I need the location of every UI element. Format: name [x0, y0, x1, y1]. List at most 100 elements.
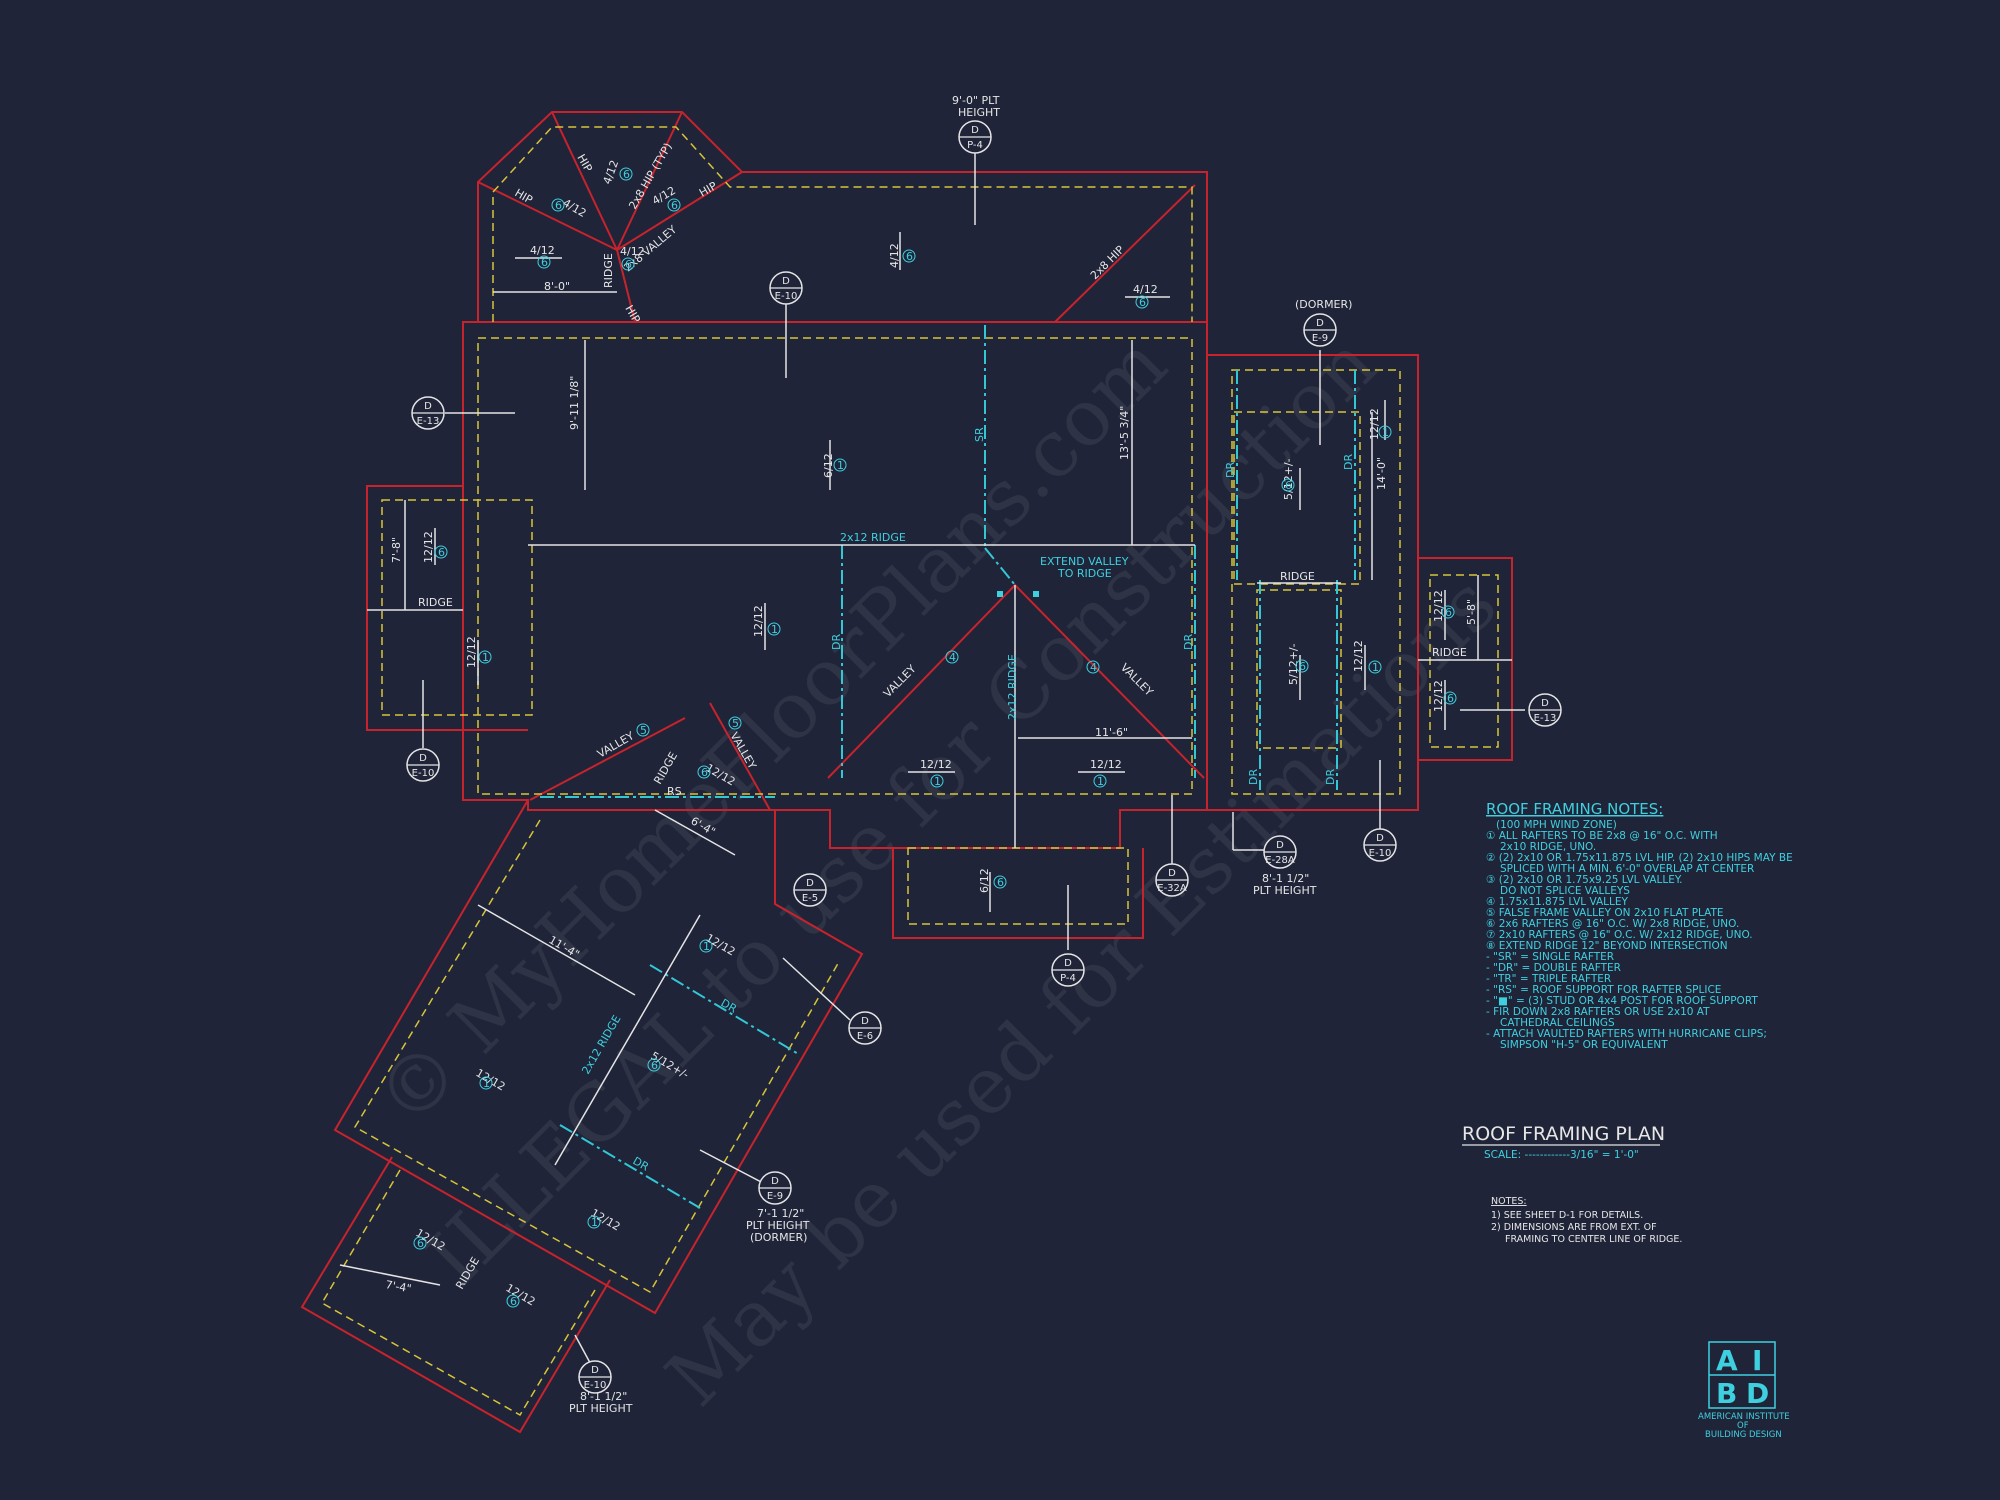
- svg-text:E-6: E-6: [857, 1031, 873, 1042]
- svg-text:E-10: E-10: [412, 768, 435, 779]
- roof-outline-south-bump: [892, 848, 1144, 939]
- logo-letter-d: D: [1746, 1377, 1769, 1410]
- label-plt-height-top: 9'-0" PLT: [952, 94, 1000, 107]
- callout-12: 6: [537, 255, 551, 269]
- svg-text:5: 5: [640, 724, 647, 737]
- svg-text:6: 6: [623, 168, 630, 181]
- roof-framing-notes: ROOF FRAMING NOTES: (100 MPH WIND ZONE) …: [1486, 800, 1793, 1051]
- label-pitch-8: 6/12: [822, 453, 835, 478]
- label-pitch-7: 4/12: [1133, 283, 1158, 296]
- label-ridge-west: RIDGE: [418, 596, 453, 609]
- section-tag: DE-10: [769, 271, 803, 305]
- label-extend-valley-1: EXTEND VALLEY: [1040, 555, 1129, 568]
- callout-28: 6: [621, 257, 635, 271]
- label-pitch-20: 12/12: [1432, 680, 1445, 712]
- logo-text-1: AMERICAN INSTITUTE: [1698, 1412, 1790, 1422]
- note-line: ③ (2) 2x10 OR 1.75x9.25 LVL VALLEY.: [1486, 874, 1682, 886]
- note-line: 2x10 RIDGE, UNO.: [1500, 841, 1596, 853]
- label-rs: RS: [667, 785, 682, 798]
- note-line: ② (2) 2x10 OR 1.75x11.875 LVL HIP. (2) 2…: [1486, 852, 1793, 864]
- svg-text:E-10: E-10: [584, 1380, 607, 1391]
- note-line: ① ALL RAFTERS TO BE 2x8 @ 16" O.C. WITH: [1486, 830, 1718, 842]
- svg-text:D: D: [782, 276, 790, 287]
- svg-text:1: 1: [1372, 661, 1379, 674]
- label-plt-height-top-2: HEIGHT: [958, 106, 1000, 119]
- roof-outline-east-dormer: [1207, 354, 1419, 811]
- note-line: ⑥ 2x6 RAFTERS @ 16" O.C. W/ 2x8 RIDGE, U…: [1486, 918, 1739, 930]
- label-pitch-10: 12/12: [422, 531, 435, 563]
- section-tag: DE-9: [1303, 313, 1337, 347]
- logo-text-3: BUILDING DESIGN: [1705, 1430, 1782, 1440]
- callout-20: 6: [993, 875, 1007, 889]
- svg-text:D: D: [1168, 868, 1176, 879]
- svg-text:6: 6: [555, 199, 562, 212]
- wall-line-dormer-2: [1256, 589, 1342, 749]
- callout-17: 6: [1295, 659, 1309, 673]
- callout-19: 6: [1443, 691, 1457, 705]
- svg-text:1: 1: [771, 623, 778, 636]
- label-pitch-6: 4/12: [888, 243, 901, 268]
- dim-line-11-4: [477, 904, 636, 996]
- note-line: (100 MPH WIND ZONE): [1496, 819, 1617, 831]
- label-dim-8-0: 8'-0": [544, 280, 570, 293]
- label-extend-valley-2: TO RIDGE: [1057, 567, 1112, 580]
- label-hip-1: HIP: [513, 186, 536, 207]
- svg-text:D: D: [419, 753, 427, 764]
- svg-text:1: 1: [837, 459, 844, 472]
- callout-2: 1: [767, 622, 781, 636]
- roof-hip-tower-2: [616, 111, 683, 251]
- label-dr-2: DR: [1182, 634, 1195, 650]
- section-tag: DE-9: [758, 1171, 792, 1205]
- svg-text:D: D: [806, 878, 814, 889]
- label-pitch-1: 4/12: [530, 244, 555, 257]
- svg-text:6: 6: [1299, 660, 1306, 673]
- svg-text:6: 6: [541, 256, 548, 269]
- label-pitch-12: 12/12: [920, 758, 952, 771]
- label-hip-3: HIP: [697, 179, 720, 200]
- label-dim-14-0: 14'-0": [1375, 457, 1388, 490]
- roof-valley-line-2: [709, 702, 771, 811]
- svg-text:6: 6: [671, 199, 678, 212]
- roof-hip-tower-4: [477, 181, 618, 251]
- label-pitch-2: 4/12: [620, 245, 645, 258]
- label-pitch-4: 4/12: [601, 158, 622, 186]
- dim-line-6-4: [654, 809, 736, 856]
- label-plt-height-b: PLT HEIGHT: [746, 1219, 810, 1232]
- roof-hip-line: [1054, 184, 1196, 323]
- roof-hip-tower-1: [551, 111, 618, 251]
- note-line: - "RS" = ROOF SUPPORT FOR RAFTER SPLICE: [1486, 984, 1721, 996]
- section-tag: DE-32A: [1155, 863, 1189, 897]
- plan-scale: SCALE: ------------3/16" = 1'-0": [1484, 1149, 1639, 1161]
- label-valley-3: VALLEY: [595, 729, 637, 761]
- callout-8: 4: [945, 650, 959, 664]
- label-dr-6: DR: [1324, 769, 1337, 785]
- callout-7: 1: [1368, 660, 1382, 674]
- dim-line-7-4: [339, 1264, 441, 1286]
- dimension-lines: [339, 140, 1525, 1373]
- post-marker-1: [997, 591, 1003, 597]
- svg-text:6: 6: [1139, 296, 1146, 309]
- roof-outline-angled-tail: [300, 1156, 611, 1434]
- callout-3: 1: [478, 650, 492, 664]
- logo-letter-b: B: [1716, 1377, 1737, 1410]
- callout-27: 6: [506, 1294, 520, 1308]
- note-line: ⑧ EXTEND RIDGE 12" BEYOND INTERSECTION: [1486, 940, 1728, 952]
- label-dim-5-8: 5'-8": [1465, 599, 1478, 625]
- section-tag: DE-28A: [1263, 835, 1297, 869]
- label-pitch-14: 6/12: [978, 868, 991, 893]
- section-tag: DE-5: [793, 873, 827, 907]
- ridge-line-wing: [554, 914, 701, 1166]
- svg-text:E-28A: E-28A: [1265, 855, 1295, 866]
- section-tag: DE-13: [1528, 693, 1562, 727]
- section-tag: DE-6: [848, 1011, 882, 1045]
- svg-text:D: D: [1316, 318, 1324, 329]
- svg-text:1: 1: [934, 775, 941, 788]
- svg-text:1: 1: [482, 651, 489, 664]
- callout-markers: 1 1 1 1 1 1 1 4 4 5 5 6 6 6 6 6 6 6 6 6 …: [413, 167, 1457, 1308]
- section-tag: DP-4: [958, 120, 992, 154]
- section-tag: DP-4: [1051, 953, 1085, 987]
- roof-outline-west-bump: [366, 485, 528, 731]
- label-plt-712: 7'-1 1/2": [757, 1207, 804, 1220]
- label-ridge-dormer: RIDGE: [1280, 570, 1315, 583]
- callout-21: 1: [699, 939, 713, 953]
